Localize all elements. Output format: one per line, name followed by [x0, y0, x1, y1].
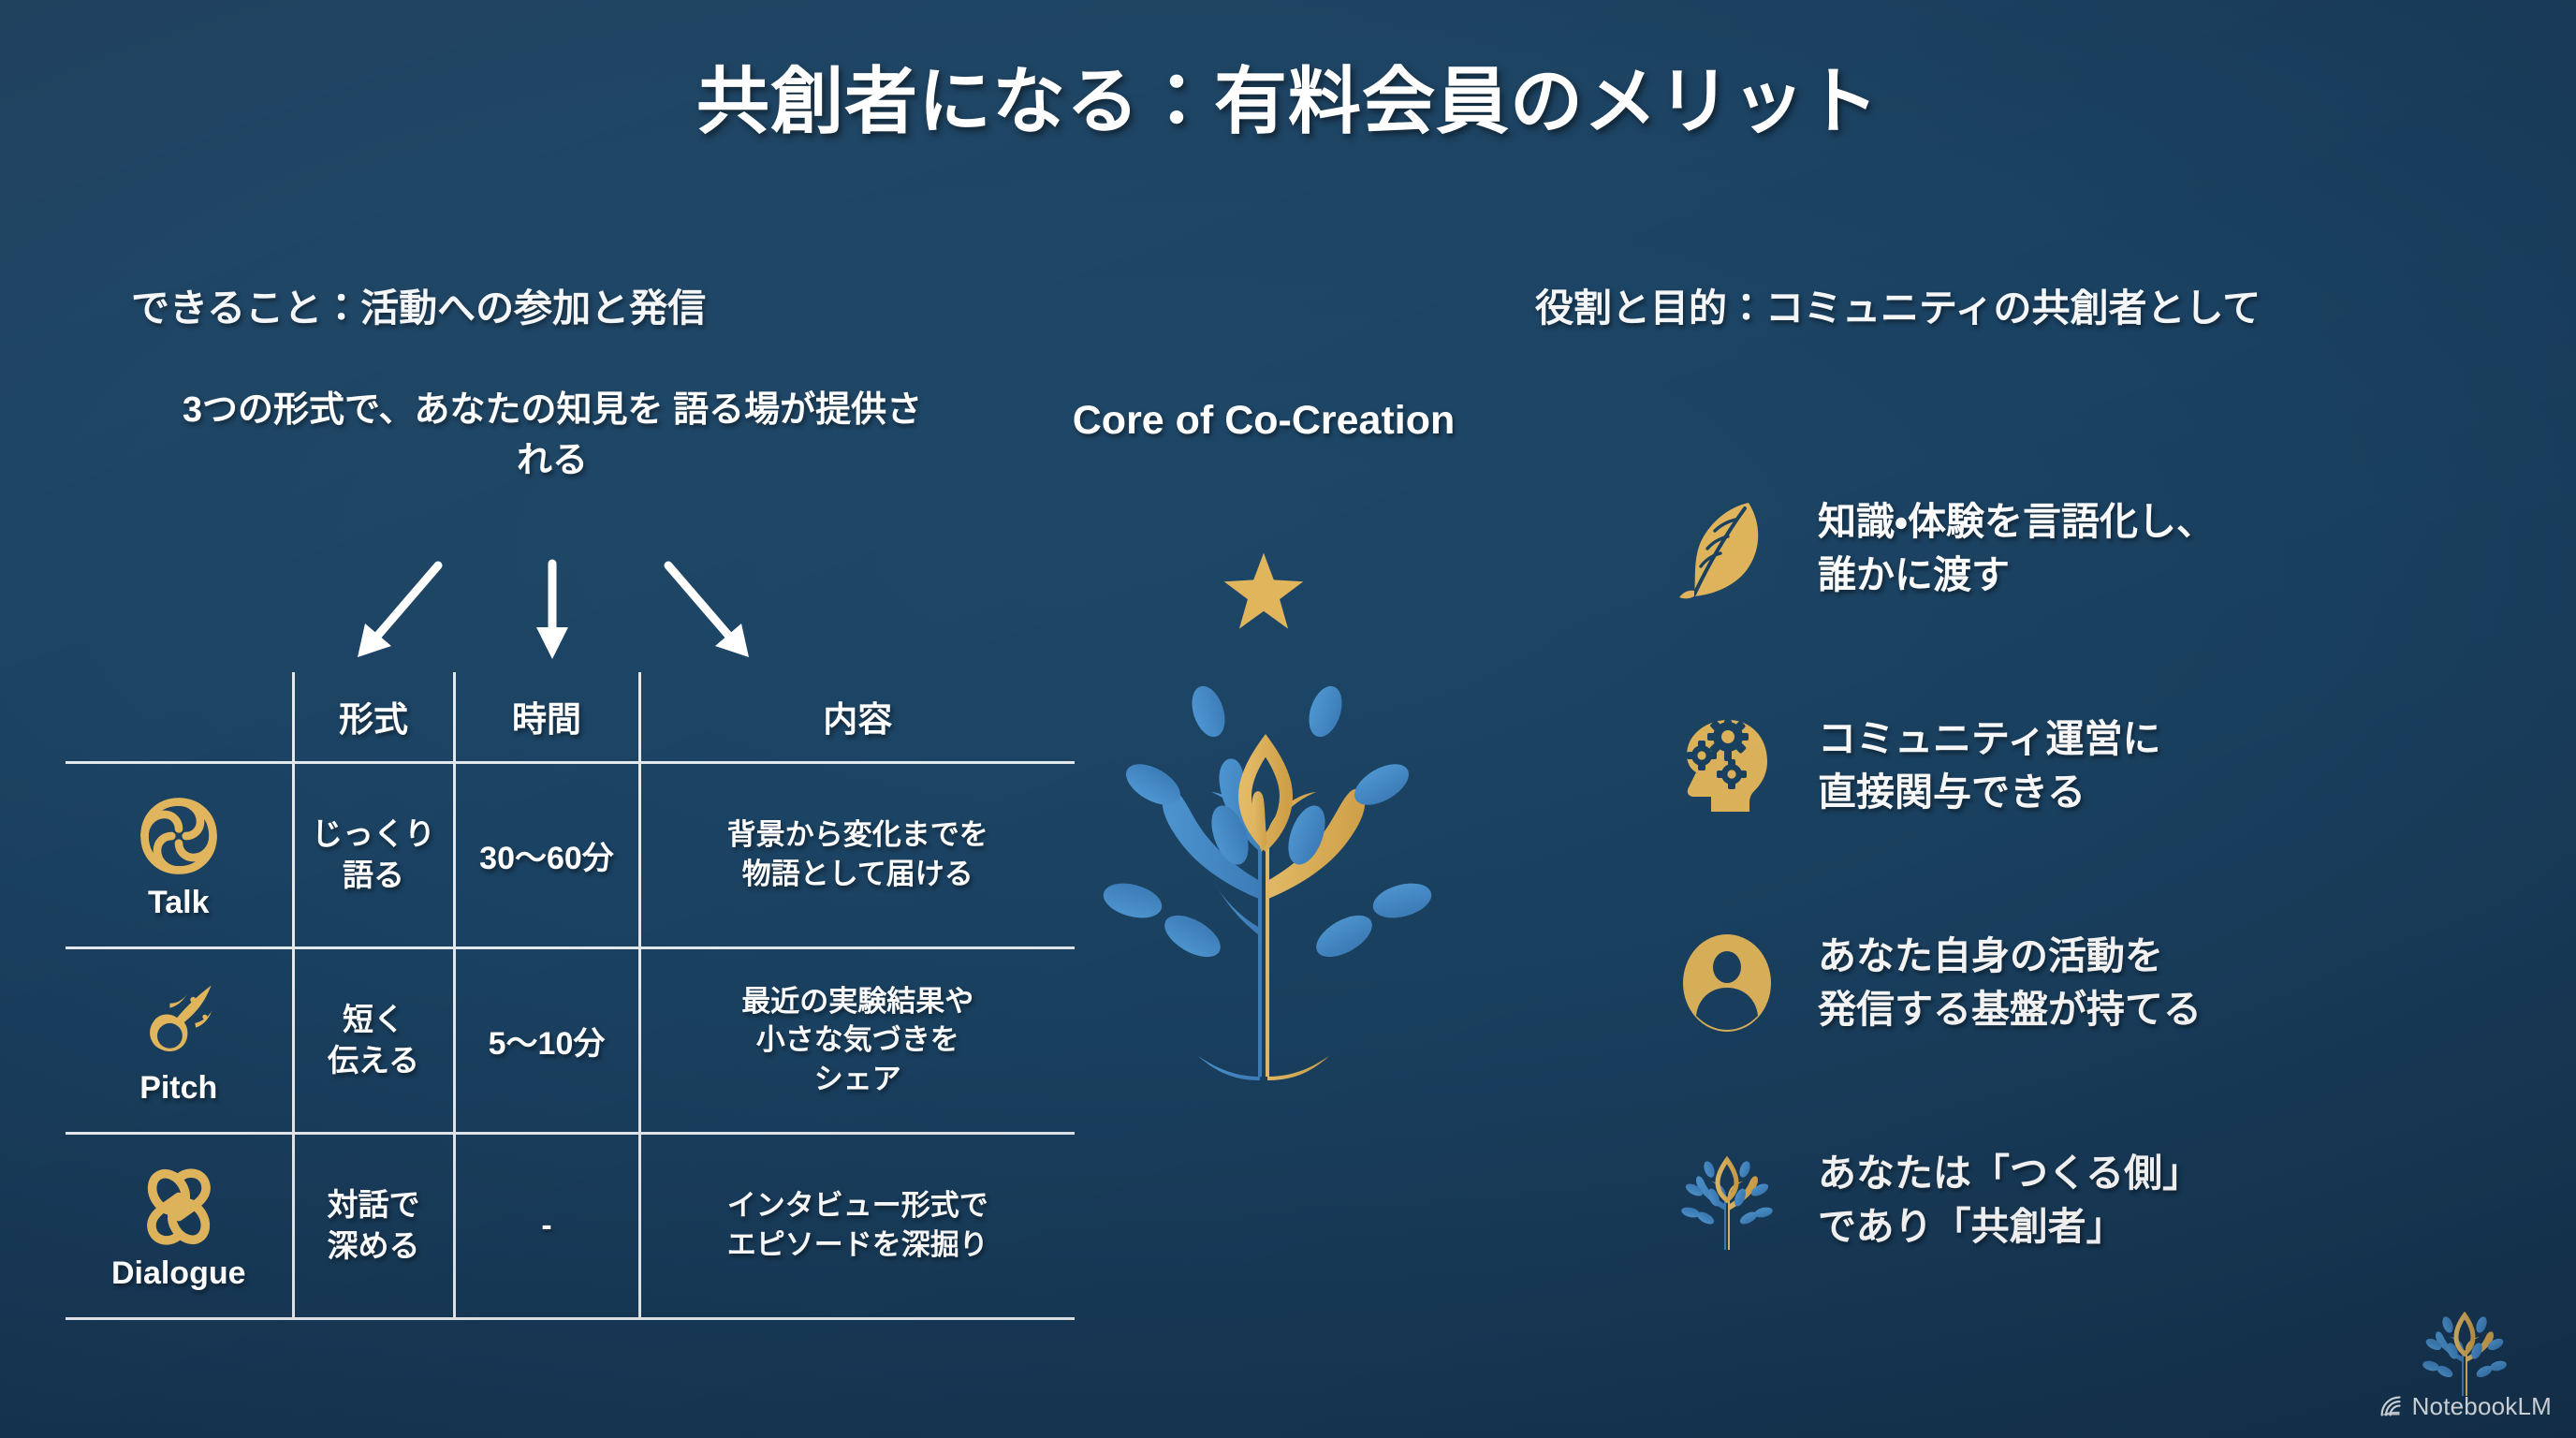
comet-pitch-icon	[134, 976, 224, 1066]
benefit-text: 知識・体験を言語化し、 誰かに渡す	[1818, 499, 2215, 596]
star-icon	[1222, 550, 1306, 633]
benefit-text: コミュニティ運営に 直接関与できる	[1818, 716, 2161, 814]
feather-quill-icon	[1676, 497, 1778, 600]
chain-link-dialogue-icon	[134, 1162, 224, 1252]
arrow-down-icon	[534, 559, 571, 661]
benefit-text: あなたは「つくる側」 であり「共創者」	[1818, 1151, 2202, 1248]
tree-icon	[1676, 1149, 1778, 1252]
list-item: あなた自身の活動を 発信する基盤が持てる	[1676, 874, 2518, 1092]
table-cell-content: インタビュー形式で エピソードを深掘り	[637, 1133, 1075, 1318]
notebooklm-spiral-icon	[2378, 1394, 2404, 1419]
table-cell-icon: Dialogue	[66, 1133, 293, 1318]
table-cell-form: 対話で 深める	[291, 1133, 454, 1318]
table-cell-form: 短く 伝える	[291, 947, 454, 1133]
benefit-text: あなた自身の活動を 発信する基盤が持てる	[1818, 933, 2202, 1031]
table-row: Talk じっくり 語る 30〜60分 背景から変化までを 物語として届ける	[66, 762, 1075, 947]
table-row: Dialogue 対話で 深める - インタビュー形式で エピソードを深掘り	[66, 1133, 1075, 1318]
watermark-label: NotebookLM	[2411, 1392, 2552, 1420]
table-row: Pitch 短く 伝える 5〜10分 最近の実験結果や 小さな気づきを シェア	[66, 947, 1075, 1133]
notebooklm-watermark: NotebookLM	[2378, 1308, 2552, 1421]
table-cell-icon: Talk	[66, 762, 293, 947]
left-section-header: できること：活動への参加と発信	[131, 286, 707, 330]
table-header-content: 内容	[637, 672, 1075, 762]
table-cell-content: 背景から変化までを 物語として届ける	[637, 762, 1075, 947]
table-cell-time: 5〜10分	[452, 947, 639, 1133]
table-cell-time: 30〜60分	[452, 762, 639, 947]
user-avatar-icon	[1676, 932, 1778, 1034]
table-header-row: 形式 時間 内容	[66, 672, 1075, 762]
page-title: 共創者になる：有料会員のメリット	[695, 60, 1880, 142]
table-header-form: 形式	[291, 672, 454, 762]
list-item: あなたは「つくる側」 であり「共創者」	[1676, 1092, 2518, 1309]
table-cell-form: じっくり 語る	[291, 762, 454, 947]
center-caption: Core of Co-Creation	[1072, 398, 1456, 443]
co-creation-tree-icon	[1075, 618, 1458, 1086]
table-cell-time: -	[452, 1133, 639, 1318]
table-icon-label: Dialogue	[110, 1255, 246, 1291]
table-header-icon	[66, 672, 293, 762]
head-with-gears-icon	[1676, 714, 1778, 817]
table-icon-label: Talk	[147, 885, 210, 920]
arrow-down-left-icon	[348, 560, 451, 661]
right-section-header: 役割と目的：コミュニティの共創者として	[1535, 286, 2261, 330]
table-cell-icon: Pitch	[66, 947, 293, 1133]
format-table: 形式 時間 内容	[66, 672, 1075, 1320]
notebooklm-tree-icon	[2412, 1308, 2517, 1398]
spiral-talk-icon	[134, 791, 224, 881]
list-item: 知識・体験を言語化し、 誰かに渡す	[1676, 440, 2518, 657]
left-lead-text: 3つの形式で、あなたの知見を 語る場が提供される	[182, 390, 923, 480]
benefits-list: 知識・体験を言語化し、 誰かに渡す	[1676, 440, 2518, 1309]
table-icon-label: Pitch	[139, 1070, 218, 1106]
table-cell-content: 最近の実験結果や 小さな気づきを シェア	[637, 947, 1075, 1133]
table-header-time: 時間	[452, 672, 639, 762]
list-item: コミュニティ運営に 直接関与できる	[1676, 657, 2518, 874]
arrow-down-right-icon	[655, 560, 758, 661]
